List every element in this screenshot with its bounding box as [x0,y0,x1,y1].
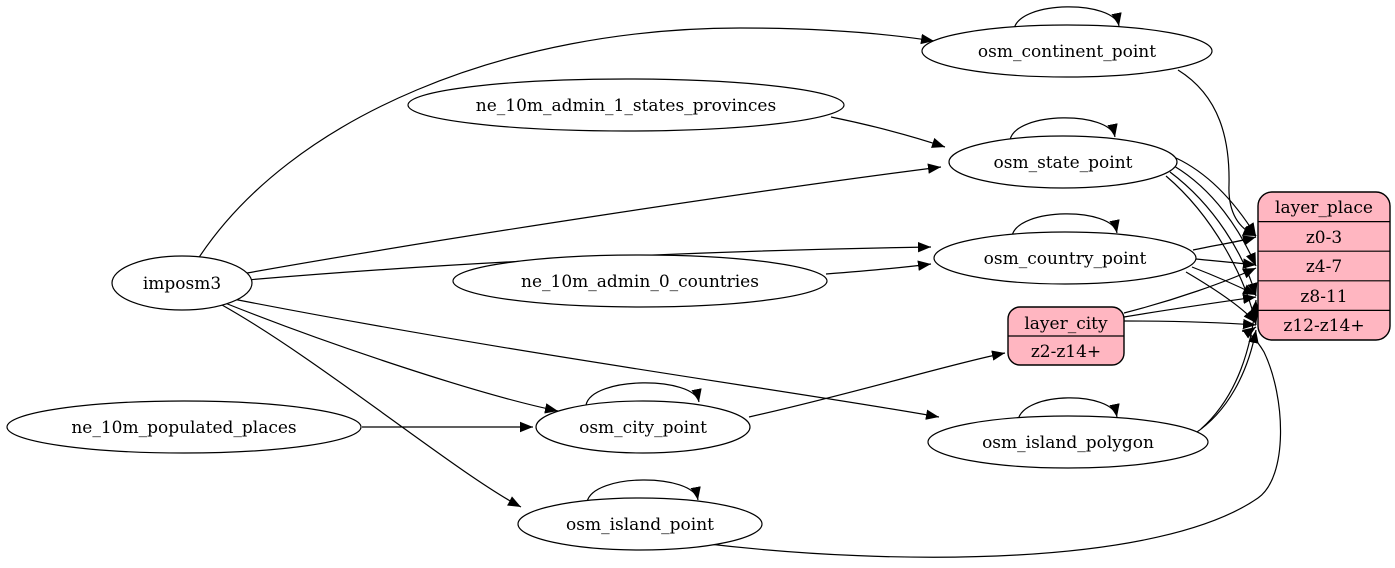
edge-osm-island-polygon-to-layer-place-z12-z14 [1193,329,1259,435]
layer-city-title: layer_city [1024,314,1108,334]
edge-layer-city-to-layer-place-z4-7 [1123,267,1257,314]
ne-10m-admin-1-ellipse [407,78,845,132]
osm-continent-point-ellipse [921,24,1213,78]
edge-osm-city-point-to-layer-city-z2-z14 [748,350,1006,418]
edge-osm-country-point-to-layer-place-z4-7 [1195,258,1257,269]
ne-10m-admin-0-label: ne_10m_admin_0_countries [521,272,759,292]
edge-imposm3-to-osm-state-point [246,163,942,274]
self-loop-osm-country-point [1011,213,1120,237]
layer-place-title: layer_place [1275,198,1373,218]
node-ne-10m-populated-places: ne_10m_populated_places [6,400,362,454]
edge-osm-country-point-to-layer-place-z0-3 [1192,235,1257,251]
self-loop-osm-city-point [585,382,702,406]
osm-island-point-ellipse [517,497,763,551]
osm-state-point-label: osm_state_point [994,153,1133,173]
osm-continent-point-label: osm_continent_point [978,42,1156,62]
layer-city-row-z2-z14: z2-z14+ [1031,342,1101,362]
layer-place-row-z4-7: z4-7 [1306,257,1342,277]
ne-10m-populated-places-label: ne_10m_populated_places [71,418,296,438]
edge-osm-island-polygon-to-layer-place-z8-11 [1200,299,1261,430]
ne-10m-populated-places-ellipse [6,400,362,454]
osm-city-point-ellipse [535,400,751,454]
self-loop-osm-island-point [586,479,701,503]
node-layer-city: layer_city z2-z14+ [1007,306,1125,366]
node-osm-country-point: osm_country_point [933,231,1197,285]
node-layer-place: layer_place z0-3 z4-7 z8-11 z12-z14+ [1257,191,1391,341]
node-ne-10m-admin-1-states-provinces: ne_10m_admin_1_states_provinces [407,78,845,132]
node-ne-10m-admin-0-countries: ne_10m_admin_0_countries [452,254,828,308]
node-osm-city-point: osm_city_point [535,400,751,454]
osm-country-point-label: osm_country_point [984,249,1147,269]
edge-imposm3-to-osm-city-point [224,302,559,414]
layer-place-row-z0-3: z0-3 [1306,228,1342,248]
edge-osm-continent-point-to-layer-place-z0-3 [1177,69,1257,237]
edge-layer-city-to-layer-place-z12-z14 [1123,318,1257,330]
osm-island-polygon-label: osm_island_polygon [982,433,1154,453]
node-osm-continent-point: osm_continent_point [921,24,1213,78]
osm-island-point-label: osm_island_point [566,515,714,535]
node-osm-state-point: osm_state_point [948,135,1178,189]
imposm3-ellipse [111,255,253,311]
layer-place-row-z12-z14: z12-z14+ [1283,316,1364,336]
edge-imposm3-to-osm-continent-point [195,27,935,263]
edge-osm-country-point-to-layer-place-z12-z14 [1185,271,1257,324]
osm-state-point-ellipse [948,135,1178,189]
edge-layer [195,6,1282,558]
edge-osm-state-point-to-layer-place-z0-3 [1175,157,1257,237]
edge-ne-10m-admin-0-to-osm-country-point [825,260,932,275]
edge-osm-country-point-to-layer-place-z8-11 [1191,266,1257,296]
edge-osm-state-point-to-layer-place-z4-7 [1173,165,1257,267]
edge-imposm3-to-osm-island-polygon [232,298,940,420]
edge-layer-city-to-layer-place-z8-11 [1123,293,1257,318]
layer-place-box [1257,191,1391,341]
self-loop-osm-state-point [1009,117,1118,141]
ne-10m-admin-1-label: ne_10m_admin_1_states_provinces [476,96,776,116]
osm-country-point-ellipse [933,231,1197,285]
edge-imposm3-to-osm-island-point [221,304,522,508]
ne-10m-admin-0-ellipse [452,254,828,308]
node-osm-island-point: osm_island_point [517,497,763,551]
layer-place-row-z8-11: z8-11 [1300,287,1347,307]
edge-ne-10m-admin-1-to-osm-state-point [830,116,946,148]
edge-osm-island-point-to-layer-place-z12-z14 [699,326,1282,558]
self-loop-osm-island-polygon [1017,397,1120,421]
osm-city-point-label: osm_city_point [579,418,707,438]
edge-osm-state-point-to-layer-place-z8-11 [1169,171,1258,297]
self-loop-osm-continent-point [1013,6,1122,30]
node-imposm3: imposm3 [111,255,253,311]
osm-island-polygon-ellipse [927,415,1209,469]
imposm3-label: imposm3 [143,274,221,294]
node-layer: imposm3 ne_10m_admin_1_states_provinces … [6,24,1391,551]
node-osm-island-polygon: osm_island_polygon [927,415,1209,469]
